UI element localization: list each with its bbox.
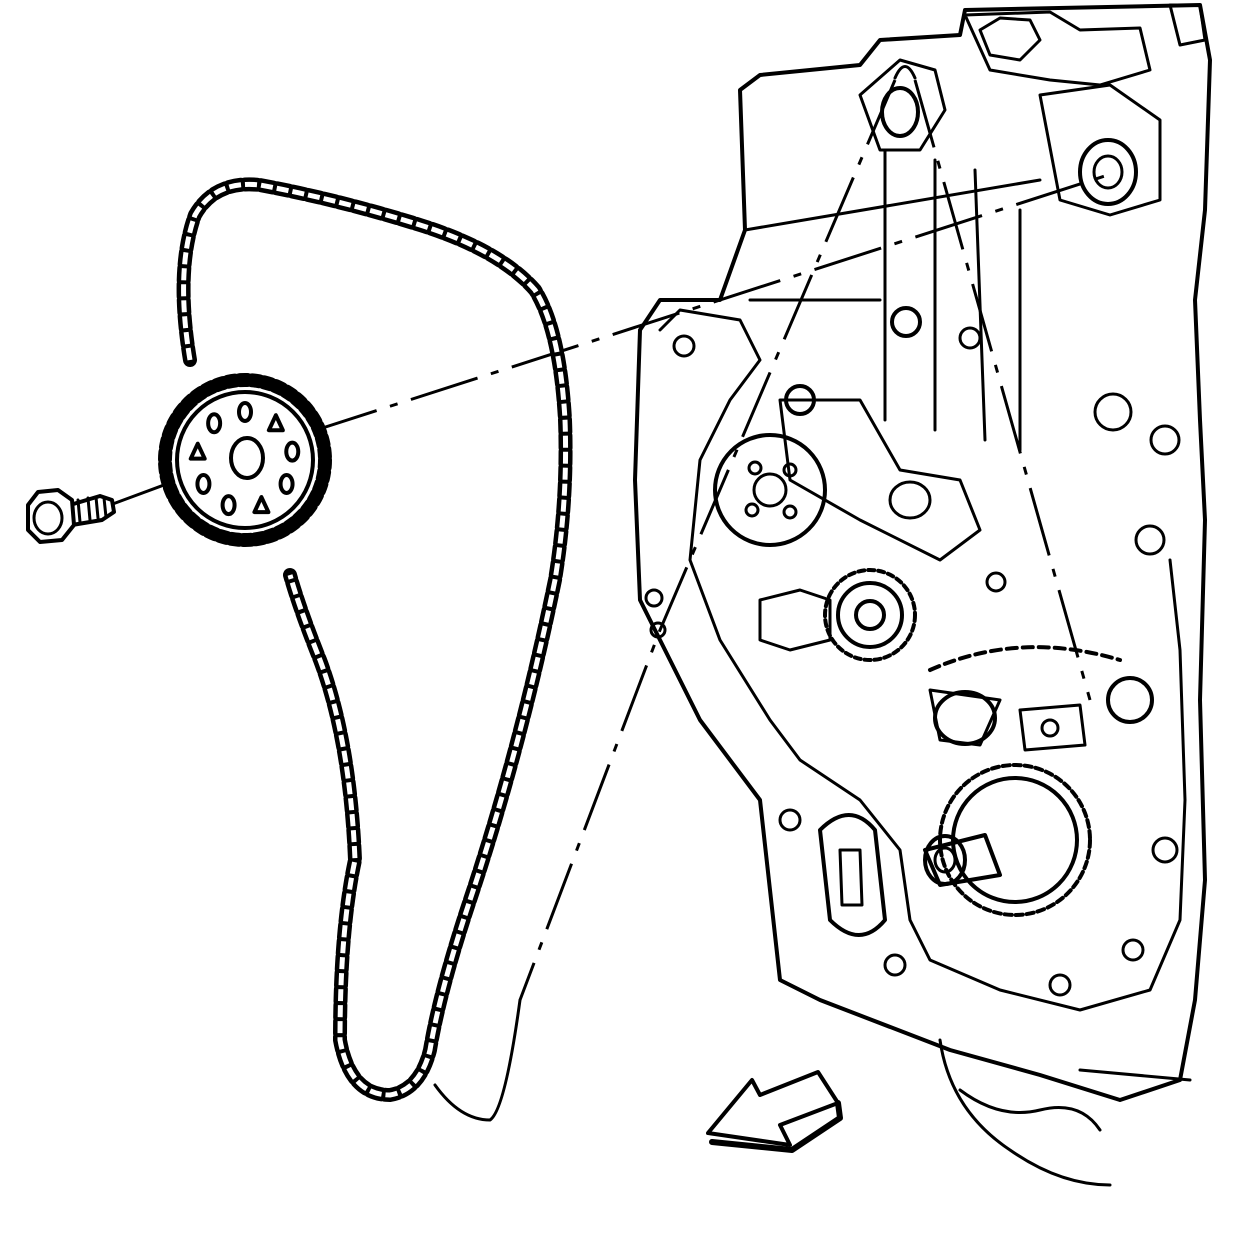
timing-mark-triangle: [188, 441, 207, 461]
balance-shaft-gear: [928, 645, 1154, 752]
timing-chain: [176, 177, 573, 1102]
sprocket-hole: [278, 473, 295, 495]
tensioner-pulley: [713, 433, 827, 547]
engine-front-cover: [633, 3, 1212, 1187]
timing-mark-triangle: [252, 495, 271, 515]
sprocket-hole: [206, 412, 223, 435]
alignment-lines: [109, 65, 1109, 1122]
sprocket-bolt: [26, 488, 116, 544]
camshaft-sprocket: [158, 373, 332, 547]
sprocket-hole: [237, 401, 253, 423]
sprocket-hole: [195, 473, 212, 495]
idler-sprocket: [823, 568, 917, 662]
sprocket-hole: [220, 494, 237, 517]
timing-mark-triangle: [266, 413, 285, 433]
crankshaft-gear: [923, 763, 1092, 917]
sprocket-hole: [284, 440, 301, 463]
view-direction-arrow-icon: [706, 1070, 843, 1153]
